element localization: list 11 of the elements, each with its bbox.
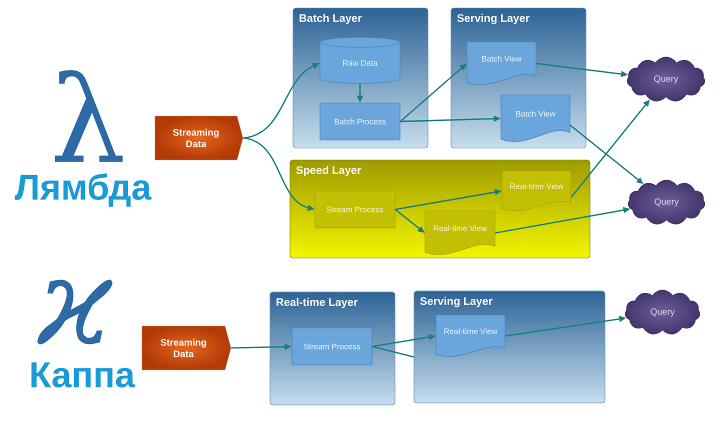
database-cylinder: Raw Data	[320, 37, 400, 84]
greek-letter: ϰ	[37, 280, 112, 344]
architecture-name: Каппа	[31, 362, 136, 388]
source-box: Streaming Data	[142, 326, 232, 370]
architecture-name: Лямбда	[14, 173, 152, 207]
connector-line	[372, 346, 414, 358]
greek-letter: λ	[54, 70, 123, 162]
source-box: Streaming Data	[154, 116, 244, 160]
process-box: Stream Process	[292, 328, 372, 366]
process-box: Batch Process	[320, 102, 400, 140]
process-box: Stream Process	[314, 190, 396, 228]
